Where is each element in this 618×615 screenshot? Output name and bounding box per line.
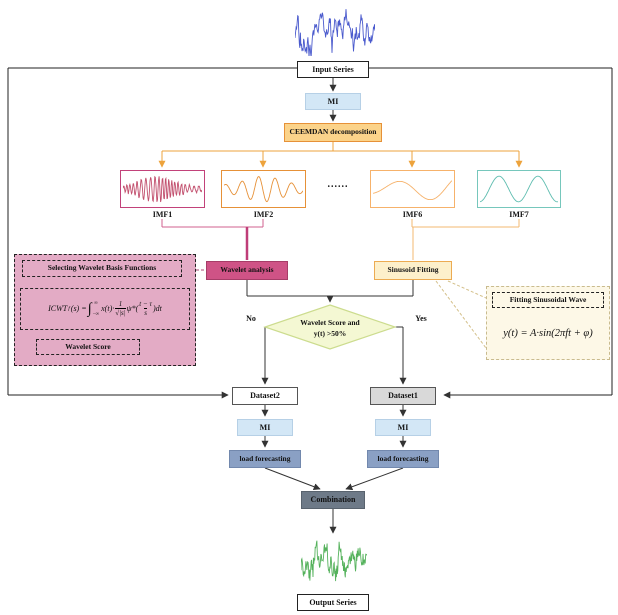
no-branch-label: No [246,313,256,323]
sinusoid-fitting-node: Sinusoid Fitting [374,261,452,280]
wavelet-callout-panel [14,254,196,366]
wavelet-basis-title: Selecting Wavelet Basis Functions [22,260,182,277]
wavelet-analysis-label: Wavelet analysis [220,265,274,275]
mi-top-label: MI [327,96,339,106]
imf-ellipsis: ...... [327,178,349,190]
imf7-plot [477,170,561,208]
wavelet-score-box: Wavelet Score [36,339,140,355]
ceemdan-node: CEEMDAN decomposition [284,123,382,142]
imf1-label: IMF1 [152,210,173,219]
dataset2-node: Dataset2 [232,387,298,405]
input-signal-plot [293,6,377,58]
mi-right-node: MI [375,419,431,436]
output-signal-plot [299,538,369,588]
sinusoid-formula: y(t) = A·sin(2πft + φ) [503,327,593,339]
dataset1-node: Dataset1 [370,387,436,405]
imf7-label: IMF7 [509,210,529,219]
imf6-plot [370,170,455,208]
input-series-node: Input Series [297,61,369,78]
mi-top-node: MI [305,93,361,110]
input-series-label: Input Series [312,64,354,74]
sinusoid-fitting-label: Sinusoid Fitting [387,265,439,275]
decision-text: Wavelet Score and y(t) >50% [272,313,388,343]
imf6-label: IMF6 [402,210,423,219]
mi-left-node: MI [237,419,293,436]
ceemdan-distribution-lines [158,142,523,168]
decision-line2: y(t) >50% [313,329,347,338]
combination-node: Combination [301,491,365,509]
load-forecasting-left-node: load forecasting [229,450,301,468]
decision-line1: Wavelet Score and [300,317,360,327]
wavelet-analysis-node: Wavelet analysis [206,261,288,280]
ceemdan-label: CEEMDAN decomposition [289,127,377,137]
output-series-node: Output Series [297,594,369,611]
yes-branch-label: Yes [415,313,427,323]
wavelet-branch-lines [161,219,264,228]
fitting-sinusoidal-title: Fitting Sinusoidal Wave [492,292,604,308]
load-forecasting-right-node: load forecasting [367,450,439,468]
imf2-plot [221,170,306,208]
sinusoid-callout-panel [486,286,610,360]
imf2-label: IMF2 [253,210,274,219]
right-callout-lines [435,280,487,349]
imf1-plot [120,170,205,208]
sinusoid-branch-lines [411,219,520,260]
